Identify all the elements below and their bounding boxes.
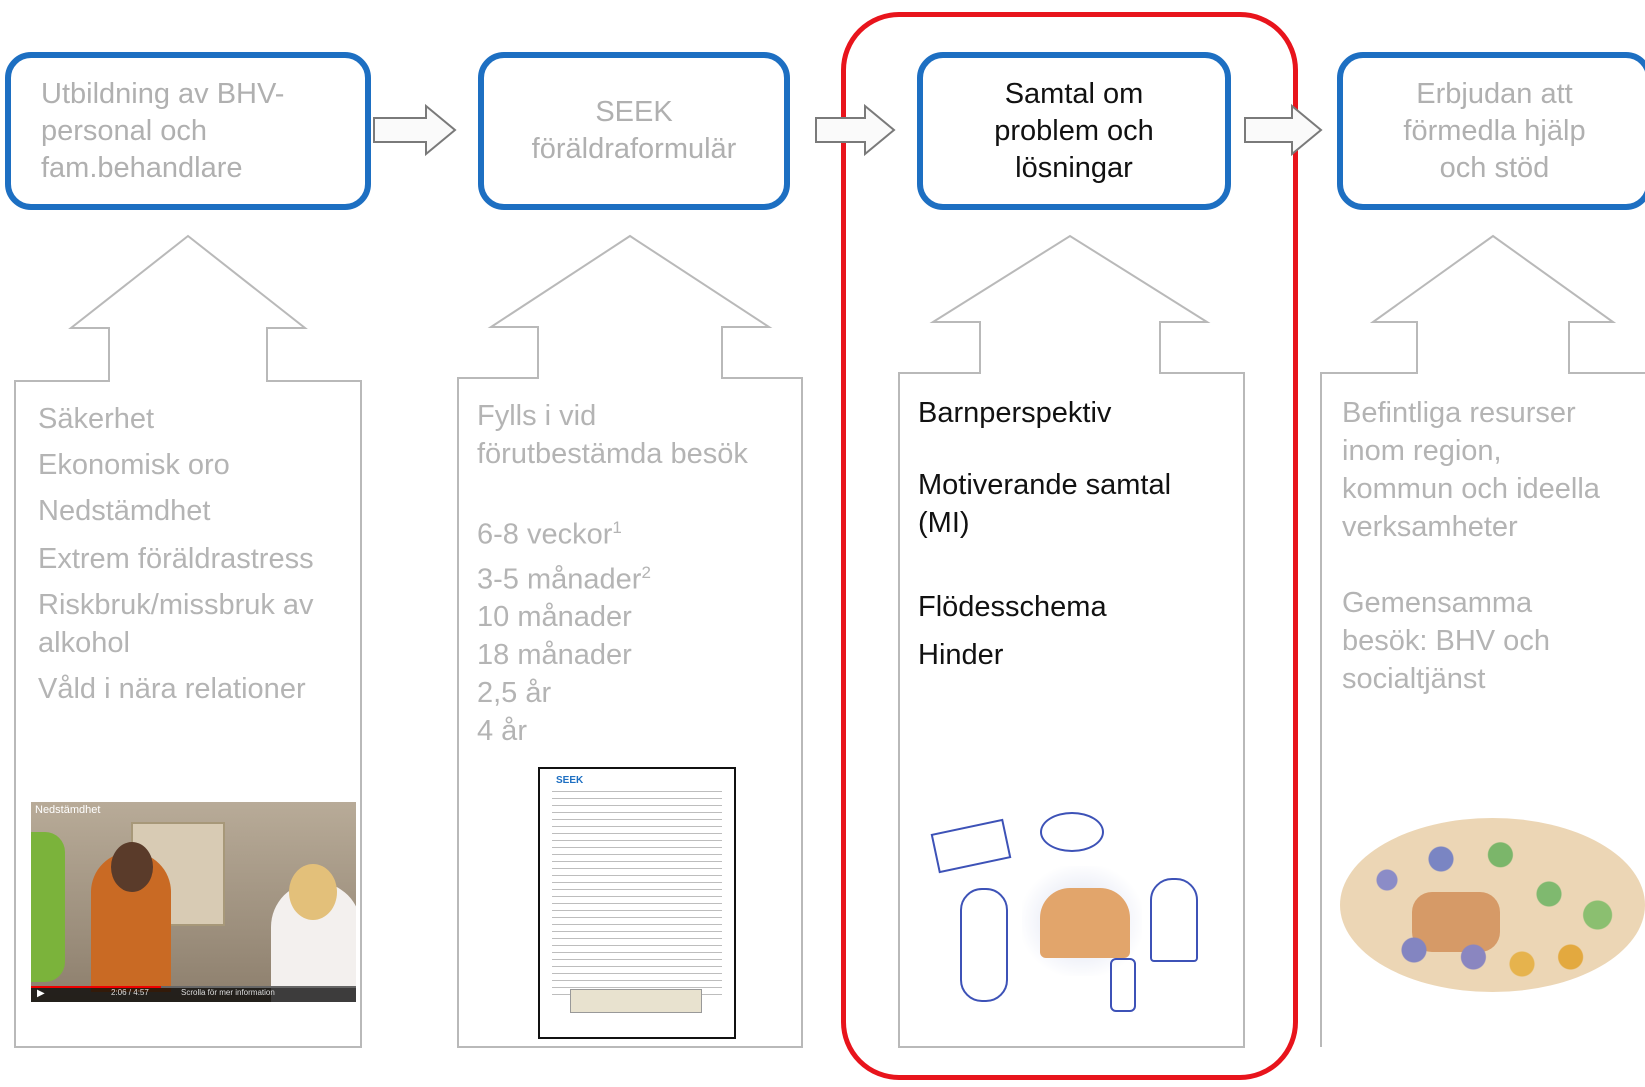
step-title: Utbildning av BHV- personal och fam.beha… [41,77,285,184]
map-nodes [1360,838,1630,978]
person-listener-head [289,864,337,920]
step-box-seek-form: SEEK föräldraformulär [478,52,790,210]
icon-person-stress [960,888,1008,1002]
step-title: Erbjudan att förmedla hjälp och stöd [1403,77,1586,184]
list-item: Ekonomisk oro [38,449,230,481]
form-image-row [570,989,702,1013]
icon-person-sad [1150,878,1198,962]
step-title: Samtal om problem och lösningar [994,77,1154,184]
list-item: Riskbruk/missbruk av alkohol [38,589,314,659]
list-item: 18 månader [477,639,632,672]
list-item: 2,5 år [477,677,552,710]
list-item: 4 år [477,715,527,748]
schedule-intro: Fylls i vid förutbestämda besök [477,400,748,470]
resource-map [1340,818,1645,992]
list-item: Hinder [918,639,1004,671]
conversation-topics: Barnperspektiv Motiverande samtal (MI) F… [918,394,1171,674]
icon-safety [1040,812,1104,852]
list-item: 3-5 månader2 [477,562,651,596]
list-item: Motiverande samtal (MI) [918,469,1172,539]
risk-areas-list: Säkerhet Ekonomisk oro Nedstämdhet Extre… [38,400,314,708]
video-title: Nedstämdhet [35,804,101,816]
form-brand: SEEK [556,775,584,786]
callout-shape-col3 [898,234,1245,1048]
list-item: Våld i nära relationer [38,673,306,705]
list-item: Säkerhet [38,403,155,435]
step-box-conversation: Samtal om problem och lösningar [917,52,1231,210]
seek-form-thumbnail: SEEK [538,767,736,1039]
video-controls-bar[interactable]: ▶ 2:06 / 4:57 Scrolla för mer informatio… [31,986,356,1002]
highlight-frame [841,12,1298,1080]
list-item: 6-8 veckor1 [477,518,622,551]
form-schedule: Fylls i vid förutbestämda besök 6-8 veck… [477,397,748,750]
person-head [111,842,153,892]
form-lines [552,791,722,1001]
arrow-right-icon [815,103,896,157]
progress-bar[interactable] [31,986,356,988]
list-item: Flödesschema [918,591,1107,623]
arrow-right-icon [373,103,457,157]
arrow-right-icon [1244,103,1323,157]
step-box-offer-help: Erbjudan att förmedla hjälp och stöd [1337,52,1645,210]
support-resources: Befintliga resurser inom region, kommun … [1342,394,1600,698]
play-icon[interactable]: ▶ [37,988,45,999]
list-item: Gemensamma besök: BHV och socialtjänst [1342,587,1550,695]
green-chair [31,832,65,982]
step-title: SEEK föräldraformulär [531,96,737,165]
list-item: 10 månader [477,601,632,634]
list-item: Nedstämdhet [38,495,211,527]
family-figures [1040,888,1130,958]
video-thumbnail[interactable]: Nedstämdhet ▶ 2:06 / 4:57 Scrolla för me… [31,802,356,1002]
icon-bottle [1110,958,1136,1012]
list-item: Befintliga resurser inom region, kommun … [1342,397,1600,543]
risk-illustration [930,808,1205,1026]
video-time: 2:06 / 4:57 [111,988,149,997]
icon-economy [930,818,1012,874]
list-item: Barnperspektiv [918,397,1112,429]
step-box-education: Utbildning av BHV- personal och fam.beha… [5,52,371,210]
video-caption: Scrolla för mer information [181,988,275,997]
list-item: Extrem föräldrastress [38,543,314,575]
